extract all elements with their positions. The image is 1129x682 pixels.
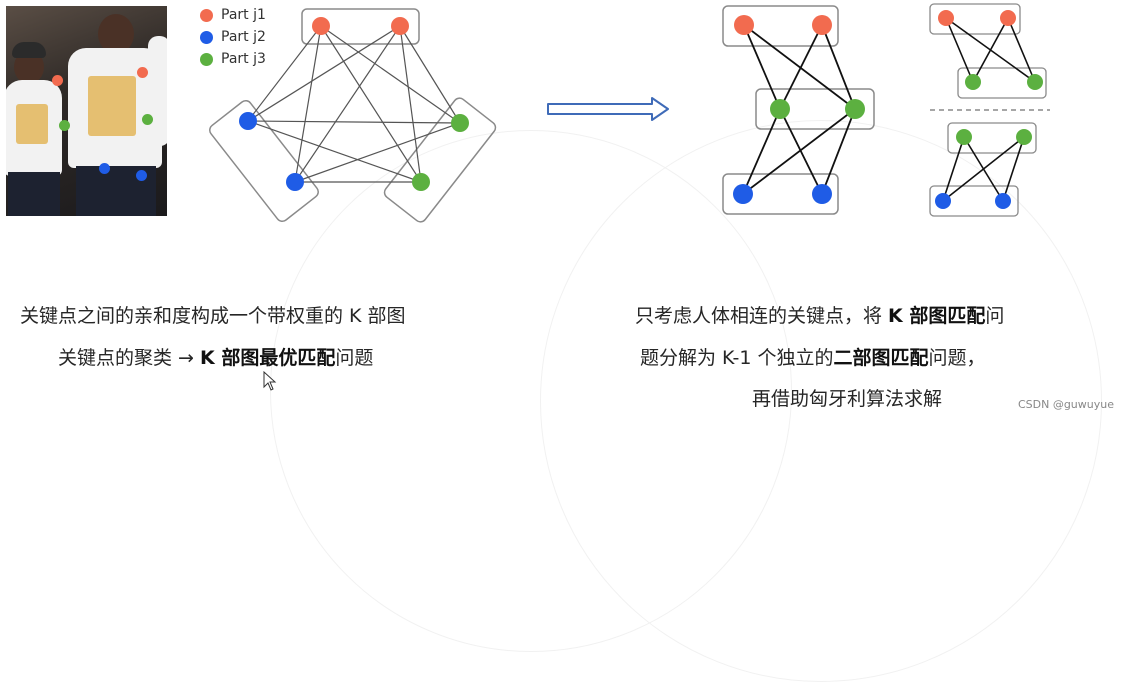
node-j3 [1027,74,1043,90]
edge [320,25,461,124]
bipartite-graph-j1-j3 [929,3,1047,99]
k-partite-graph [209,8,497,223]
group-box-j2 [209,99,319,223]
keypoint-j3-left [59,120,70,131]
csdn-watermark: CSDN @guwuyue [1017,398,1114,411]
edge [399,25,461,124]
legend-marker-j1 [200,8,213,22]
group-box-j3 [957,67,1047,99]
legend-item-part-j3: Part j3 [200,48,266,70]
group-box-j1 [301,8,420,45]
caption-text: 再借助匈牙利算法求解 [752,388,943,410]
legend: Part j1 Part j2 Part j3 [200,4,266,70]
node-j2 [239,112,257,130]
edge [821,108,856,195]
node-j1 [938,10,954,26]
edge [742,108,856,195]
node-j1 [812,15,832,35]
edge [942,136,965,202]
group-box-j3 [947,122,1037,154]
node-j1 [734,15,754,35]
node-j3 [845,99,865,119]
node-j2 [935,193,951,209]
edge [1002,136,1025,202]
node-j2 [733,184,753,204]
edge [320,25,422,183]
edge [294,25,401,183]
edge [945,17,974,83]
keypoint-j1-right [137,67,148,78]
right-arrow-icon [547,97,669,121]
node-j2 [286,173,304,191]
simplified-graph [722,5,875,215]
group-box-j3 [755,88,875,130]
right-caption-line1: 只考虑人体相连的关键点，将 K 部图匹配问 [635,301,1004,328]
caption-text: 问题 [335,347,374,369]
legend-label: Part j3 [221,51,266,67]
legend-item-part-j1: Part j1 [200,4,266,26]
caption-bold-text: K 部图最优匹配 [200,347,336,369]
node-j2 [812,184,832,204]
group-box-j2 [722,173,839,215]
keypoint-j2-left [99,163,110,174]
node-j1 [312,17,330,35]
edge [779,24,823,110]
edge [1007,17,1036,83]
caption-text: 关键点之间的亲和度构成一个带权重的 K 部图 [20,305,406,327]
edge [743,24,781,110]
node-j3 [770,99,790,119]
edge [942,136,1025,202]
keypoint-j1-left [52,75,63,86]
edge [821,24,856,110]
edge [247,25,401,122]
node-j3 [956,129,972,145]
diagram-canvas [209,3,1050,223]
group-box-j3 [383,97,497,223]
caption-text: 问题， [928,347,986,369]
right-caption-line2: 题分解为 K-1 个独立的二部图匹配问题， [640,343,986,370]
legend-label: Part j2 [221,29,266,45]
legend-label: Part j1 [221,7,266,23]
player-photo [6,6,167,216]
legend-marker-j3 [200,52,213,66]
mouse-cursor-icon [263,371,277,391]
edge [743,24,856,110]
node-j3 [451,114,469,132]
edge [742,108,781,195]
edge [247,120,422,183]
caption-text: 问 [985,305,1005,327]
caption-text: 关键点的聚类 → [58,347,200,369]
edge [247,25,322,122]
legend-marker-j2 [200,30,213,44]
node-j3 [1016,129,1032,145]
bipartite-graph-j3-j2 [929,122,1037,217]
edge [779,108,823,195]
caption-bold-text: 二部图匹配 [833,347,929,369]
node-j1 [1000,10,1016,26]
caption-bold-text: K 部图匹配 [888,305,986,327]
left-caption-line1: 关键点之间的亲和度构成一个带权重的 K 部图 [20,301,406,328]
node-j2 [995,193,1011,209]
edge [972,17,1009,83]
edge [247,120,461,124]
node-j1 [391,17,409,35]
group-box-j1 [722,5,839,47]
group-box-j1 [929,3,1021,35]
caption-text: 只考虑人体相连的关键点，将 [635,305,889,327]
node-j3 [965,74,981,90]
caption-text: 题分解为 K-1 个独立的 [640,347,834,369]
group-box-j2 [929,185,1019,217]
keypoint-j2-right [136,170,147,181]
right-caption-line3: 再借助匈牙利算法求解 [752,384,942,411]
left-caption-line2: 关键点的聚类 → K 部图最优匹配问题 [58,343,373,370]
node-j3 [412,173,430,191]
edge [294,25,322,183]
edge [294,122,461,183]
edge [399,25,422,183]
keypoint-j3-right [142,114,153,125]
legend-item-part-j2: Part j2 [200,26,266,48]
